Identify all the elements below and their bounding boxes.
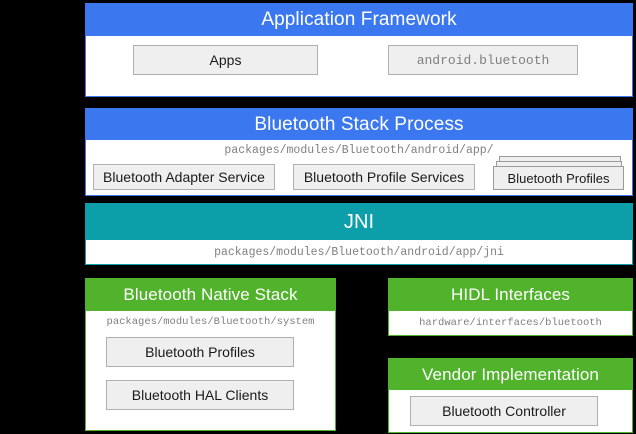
chip-bluetooth-profiles[interactable]: Bluetooth Profiles: [106, 337, 294, 367]
section-header-bluetooth-native-stack: Bluetooth Native Stack: [85, 278, 336, 311]
section-header-jni: JNI: [85, 203, 633, 240]
path-caption-jni: packages/modules/Bluetooth/android/app/j…: [214, 245, 504, 259]
section-body-bluetooth-stack-process: packages/modules/Bluetooth/android/app/ …: [85, 140, 633, 196]
path-caption-native-stack: packages/modules/Bluetooth/system: [106, 316, 315, 328]
section-bluetooth-stack-process: Bluetooth Stack Process packages/modules…: [85, 108, 633, 196]
section-application-framework: Application Framework Apps android.bluet…: [85, 3, 633, 97]
section-body-bluetooth-native-stack: packages/modules/Bluetooth/system Blueto…: [85, 311, 336, 431]
path-caption-stack-process: packages/modules/Bluetooth/android/app/: [224, 144, 494, 157]
chip-bluetooth-profile-services[interactable]: Bluetooth Profile Services: [293, 164, 475, 190]
section-hidl-interfaces: HIDL Interfaces hardware/interfaces/blue…: [388, 278, 633, 336]
section-header-application-framework: Application Framework: [85, 3, 633, 36]
section-body-jni: packages/modules/Bluetooth/android/app/j…: [85, 240, 633, 265]
chip-apps[interactable]: Apps: [133, 45, 318, 75]
section-bluetooth-native-stack: Bluetooth Native Stack packages/modules/…: [85, 278, 336, 431]
chip-android-bluetooth[interactable]: android.bluetooth: [388, 45, 578, 75]
section-body-application-framework: Apps android.bluetooth: [85, 36, 633, 97]
stacked-card-layer-front[interactable]: Bluetooth Profiles: [493, 166, 624, 190]
section-header-hidl-interfaces: HIDL Interfaces: [388, 278, 633, 311]
chip-bluetooth-hal-clients[interactable]: Bluetooth HAL Clients: [106, 380, 294, 410]
section-vendor-implementation: Vendor Implementation Bluetooth Controll…: [388, 358, 633, 433]
section-jni: JNI packages/modules/Bluetooth/android/a…: [85, 203, 633, 265]
section-body-vendor-implementation: Bluetooth Controller: [388, 390, 633, 433]
path-caption-hidl-interfaces: hardware/interfaces/bluetooth: [419, 317, 602, 329]
section-body-hidl-interfaces: hardware/interfaces/bluetooth: [388, 311, 633, 336]
section-header-bluetooth-stack-process: Bluetooth Stack Process: [85, 108, 633, 140]
section-header-vendor-implementation: Vendor Implementation: [388, 358, 633, 390]
stacked-card-bluetooth-profiles[interactable]: Bluetooth Profiles: [493, 156, 628, 192]
chip-bluetooth-adapter-service[interactable]: Bluetooth Adapter Service: [93, 164, 275, 190]
chip-bluetooth-controller[interactable]: Bluetooth Controller: [410, 396, 598, 426]
